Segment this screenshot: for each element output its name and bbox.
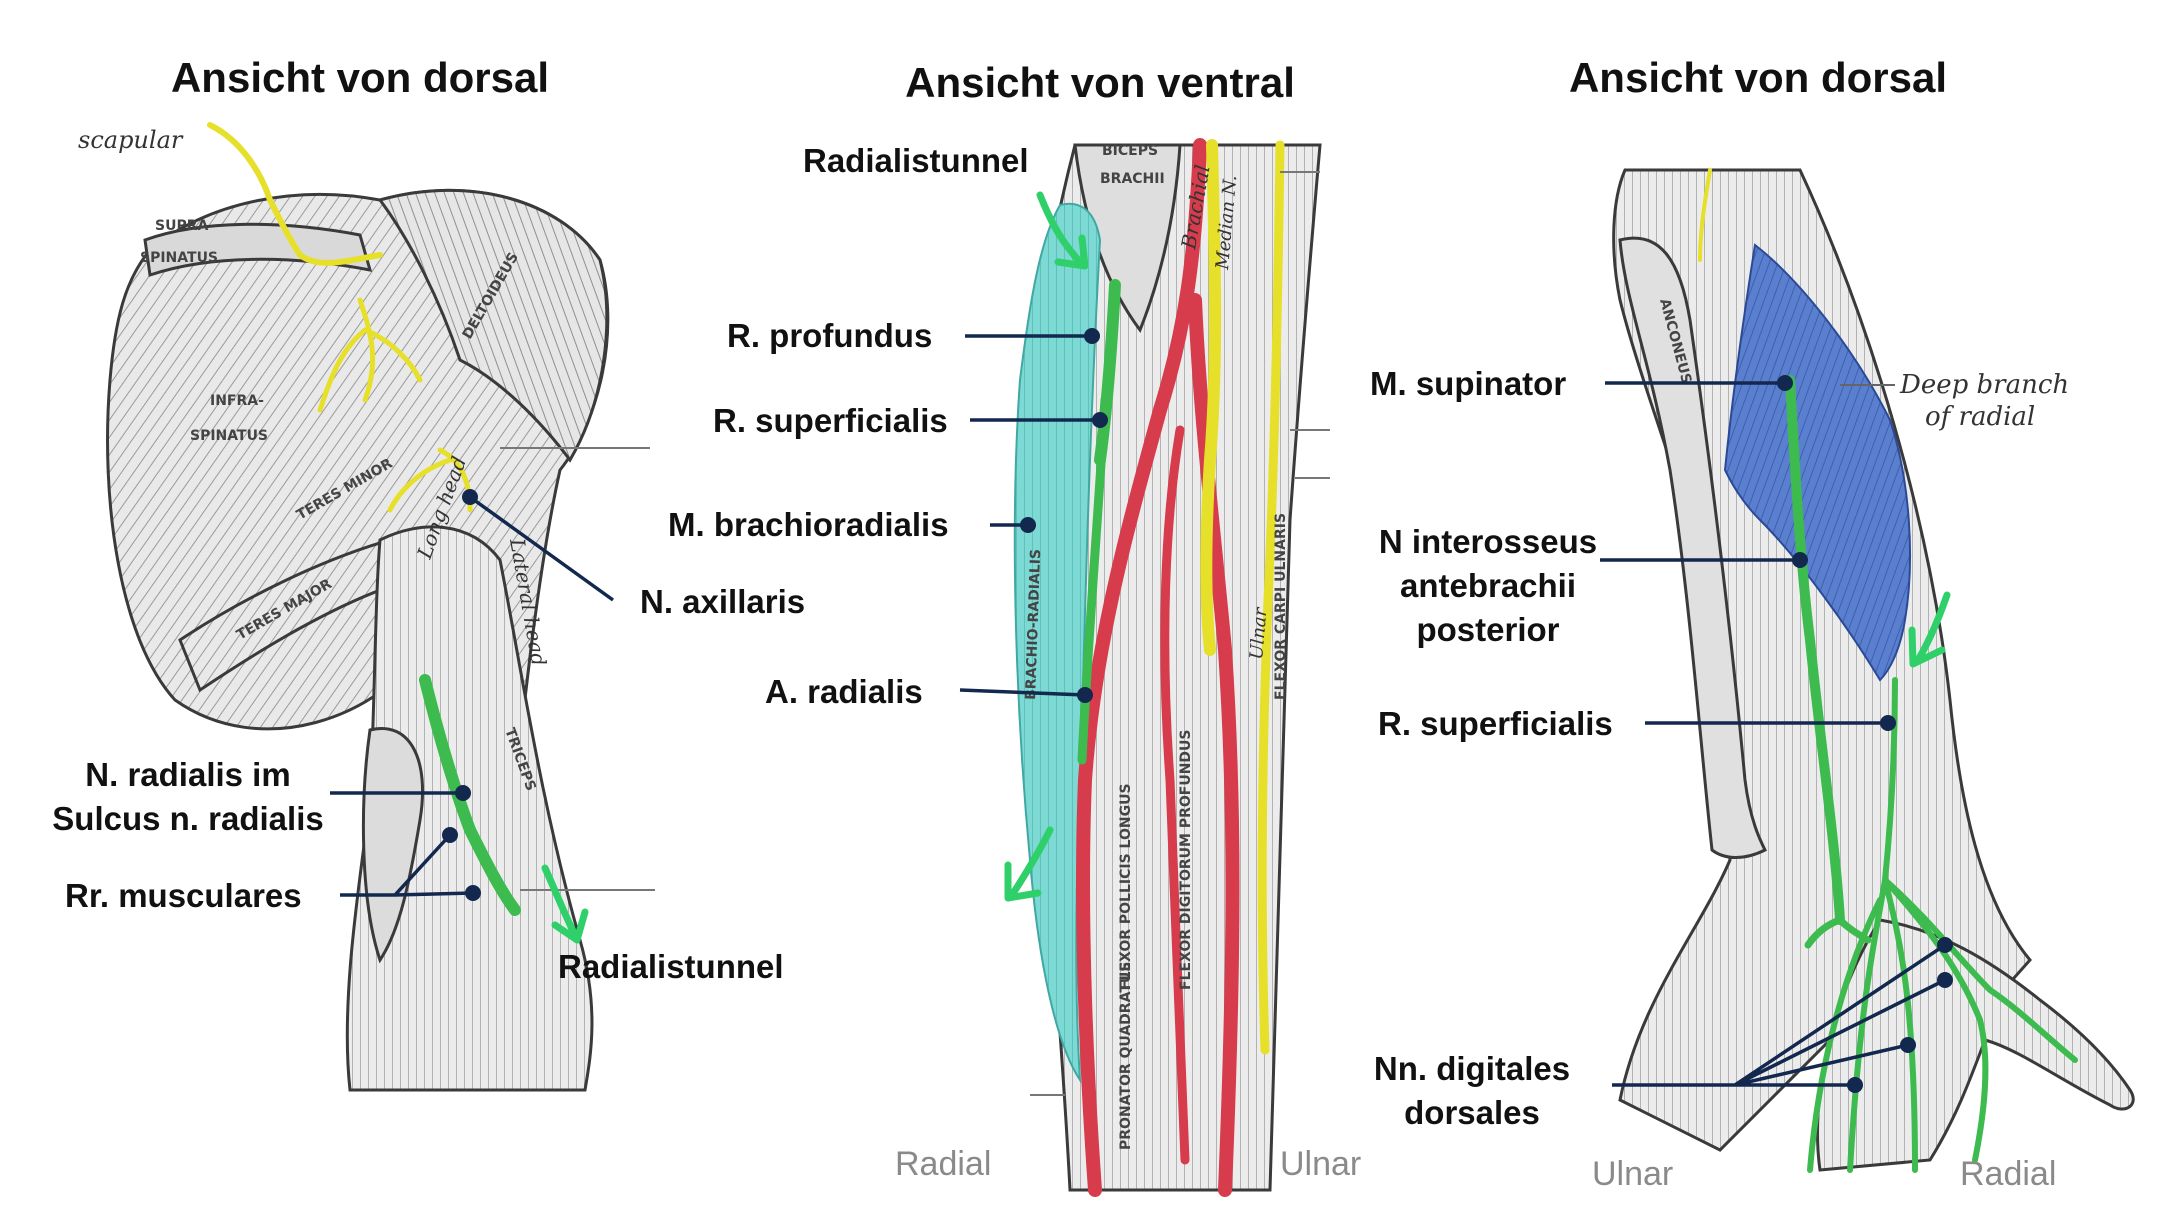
marker-a-radialis [1077, 687, 1093, 703]
marker-m-supinator [1777, 375, 1793, 391]
tunnel-arrow-middle-top [1036, 191, 1089, 270]
left-panel: Ansicht von dorsal scapular SUPRA SPINAT… [52, 54, 805, 1092]
label-ulnar-nerve: Ulnar [1246, 606, 1272, 661]
marker-n-radialis [455, 785, 471, 801]
radial-nerve-superficial-ventral [1077, 395, 1110, 765]
label-n-axillaris: N. axillaris [640, 583, 805, 620]
label-radialistunnel-left: Radialistunnel [558, 948, 784, 985]
axillary-nerve-branches [317, 297, 473, 513]
elbow-shape [361, 727, 425, 964]
supraspinatus-shape [143, 222, 373, 277]
median-nerve [1200, 139, 1222, 656]
marker-nn-digitales-2 [1937, 972, 1953, 988]
marker-r-superficialis-middle [1092, 412, 1108, 428]
marker-rr-musculares-1 [442, 827, 458, 843]
label-brachii: BRACHII [1100, 171, 1165, 187]
deltoid-shape [377, 188, 609, 463]
tunnel-arrow-left [541, 864, 589, 944]
label-flexor-carpi: FLEXOR CARPI ULNARIS [1273, 513, 1289, 700]
label-flexor-pollicis: FLEXOR POLLICIS LONGUS [1118, 783, 1134, 990]
interosseous-artery [1160, 425, 1190, 1165]
supinator-muscle [1723, 243, 1911, 682]
right-panel: Ansicht von dorsal Deep branch of radial… [1370, 54, 2135, 1193]
posterior-interosseous-nerve [1785, 375, 1845, 925]
label-infra: INFRA- [210, 393, 264, 409]
label-r-profundus: R. profundus [727, 317, 932, 354]
label-deep-branch-line1: Deep branch [1899, 370, 2069, 400]
marker-nn-digitales-1 [1937, 937, 1953, 953]
marker-rr-musculares-2 [465, 885, 481, 901]
radial-nerve-sulcus [419, 674, 521, 916]
label-nn-digitales-line2: dorsales [1404, 1094, 1540, 1131]
leader-n-axillaris [468, 495, 615, 602]
ulnar-nerve [1257, 140, 1285, 1055]
superficial-radial-nerve-dorsal [1807, 677, 2078, 1173]
label-supra: SUPRA [155, 218, 208, 234]
label-nn-digitales-line1: Nn. digitales [1374, 1050, 1570, 1087]
label-m-brachioradialis: M. brachioradialis [668, 506, 949, 543]
label-m-supinator: M. supinator [1370, 365, 1566, 402]
label-r-superficialis-middle: R. superficialis [713, 402, 948, 439]
left-panel-title: Ansicht von dorsal [171, 54, 549, 101]
side-label-radial-middle: Radial [895, 1145, 991, 1183]
radial-artery [1076, 138, 1207, 1197]
label-scapular: scapular [78, 126, 184, 154]
forearm-dorsal-illustration: Deep branch of radial ANCONEUS [1612, 168, 2135, 1173]
marker-m-brachioradialis [1020, 517, 1036, 533]
label-rr-musculares: Rr. musculares [65, 877, 302, 914]
leader-nn-digitales [1612, 943, 1946, 1087]
right-panel-title: Ansicht von dorsal [1569, 54, 1947, 101]
label-pronator: PRONATOR QUADRATUS [1118, 962, 1134, 1150]
forearm-ventral-illustration: BICEPS BRACHII Brachial Median N. BRACHI… [1013, 138, 1330, 1197]
marker-nn-digitales-4 [1847, 1077, 1863, 1093]
side-label-ulnar-middle: Ulnar [1280, 1145, 1361, 1183]
ulnar-nerve-dorsal [1698, 168, 1712, 262]
label-brachioradialis: BRACHIO-RADIALIS [1023, 549, 1044, 700]
marker-nn-digitales-3 [1900, 1037, 1916, 1053]
marker-r-superficialis-right [1880, 715, 1896, 731]
label-r-superficialis-right: R. superficialis [1378, 705, 1613, 742]
marker-n-interosseus [1792, 552, 1808, 568]
suprascapular-nerve [207, 122, 383, 266]
ulnar-artery [1188, 293, 1240, 1197]
hand-dorsal-shape [1816, 918, 2135, 1172]
label-n-radialis-line2: Sulcus n. radialis [52, 800, 323, 837]
tunnel-arrow-middle-bottom [1004, 826, 1054, 902]
marker-r-profundus [1084, 328, 1100, 344]
middle-panel: Ansicht von ventral BICEPS BRACHII Brach… [668, 59, 1361, 1197]
label-biceps: BICEPS [1102, 143, 1158, 159]
tunnel-arrow-right [1908, 591, 1951, 668]
ulna-strip-shape [1618, 236, 1768, 859]
label-spinatus-2: SPINATUS [190, 428, 268, 444]
label-a-radialis: A. radialis [765, 673, 923, 710]
label-n-radialis-line1: N. radialis im [85, 756, 290, 793]
marker-n-axillaris [462, 489, 478, 505]
label-flexor-digitorum: FLEXOR DIGITORUM PROFUNDUS [1178, 730, 1194, 991]
shoulder-illustration: scapular SUPRA SPINATUS INFRA- SPINATUS … [78, 122, 655, 1092]
label-n-interosseus-line1: N interosseus [1379, 523, 1597, 560]
label-deep-branch-line2: of radial [1925, 402, 2035, 432]
middle-panel-title: Ansicht von ventral [905, 59, 1295, 106]
side-label-ulnar-right: Ulnar [1592, 1155, 1673, 1193]
side-label-radial-right: Radial [1960, 1155, 2056, 1193]
label-n-interosseus-line2: antebrachii [1400, 567, 1576, 604]
label-radialistunnel-middle: Radialistunnel [803, 142, 1029, 179]
leader-a-radialis [959, 688, 1086, 697]
interosseous-terminal [1804, 916, 1872, 949]
label-spinatus: SPINATUS [140, 250, 218, 266]
label-n-interosseus-line3: posterior [1416, 611, 1559, 648]
leader-rr-musculares [340, 833, 474, 897]
